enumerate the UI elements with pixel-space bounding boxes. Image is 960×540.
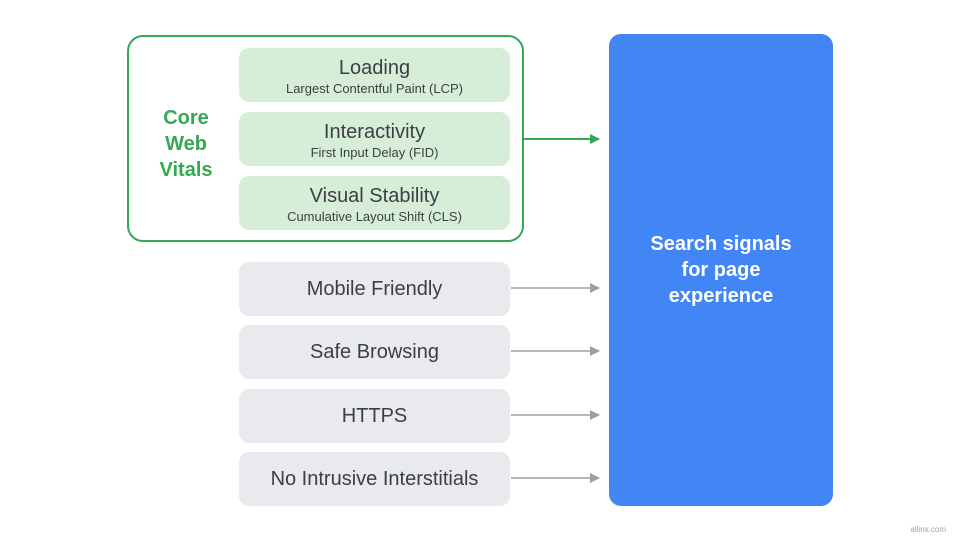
core-web-vitals-group [127, 35, 524, 242]
signal-box-mobile-friendly: Mobile Friendly [239, 262, 510, 316]
metric-box-interactivity: Interactivity First Input Delay (FID) [239, 112, 510, 166]
signal-box-no-intrusive-interstitials: No Intrusive Interstitials [239, 452, 510, 506]
page-experience-signals-box: Search signals for page experience [609, 34, 833, 506]
watermark: allinx.com [910, 525, 946, 534]
metric-title: Loading [338, 57, 411, 79]
page-experience-signals-label: Search signals for page experience [650, 231, 791, 309]
signal-box-safe-browsing: Safe Browsing [239, 325, 510, 379]
target-label-line: for page [681, 259, 761, 281]
metric-title: Visual Stability [309, 185, 440, 207]
cwv-label-line: Web [165, 133, 207, 155]
signal-box-https: HTTPS [239, 389, 510, 443]
metric-box-loading: Loading Largest Contentful Paint (LCP) [239, 48, 510, 102]
metric-box-visual-stability: Visual Stability Cumulative Layout Shift… [239, 176, 510, 230]
metric-subtitle: Largest Contentful Paint (LCP) [285, 81, 464, 96]
metric-title: Interactivity [323, 121, 426, 143]
metric-subtitle: First Input Delay (FID) [310, 145, 439, 160]
target-label-line: Search signals [650, 233, 792, 255]
target-label-line: experience [668, 285, 774, 307]
cwv-label-line: Core [163, 107, 209, 129]
cwv-label-line: Vitals [159, 159, 213, 181]
metric-subtitle: Cumulative Layout Shift (CLS) [287, 209, 462, 224]
core-web-vitals-label: Core Web Vitals [140, 105, 232, 183]
